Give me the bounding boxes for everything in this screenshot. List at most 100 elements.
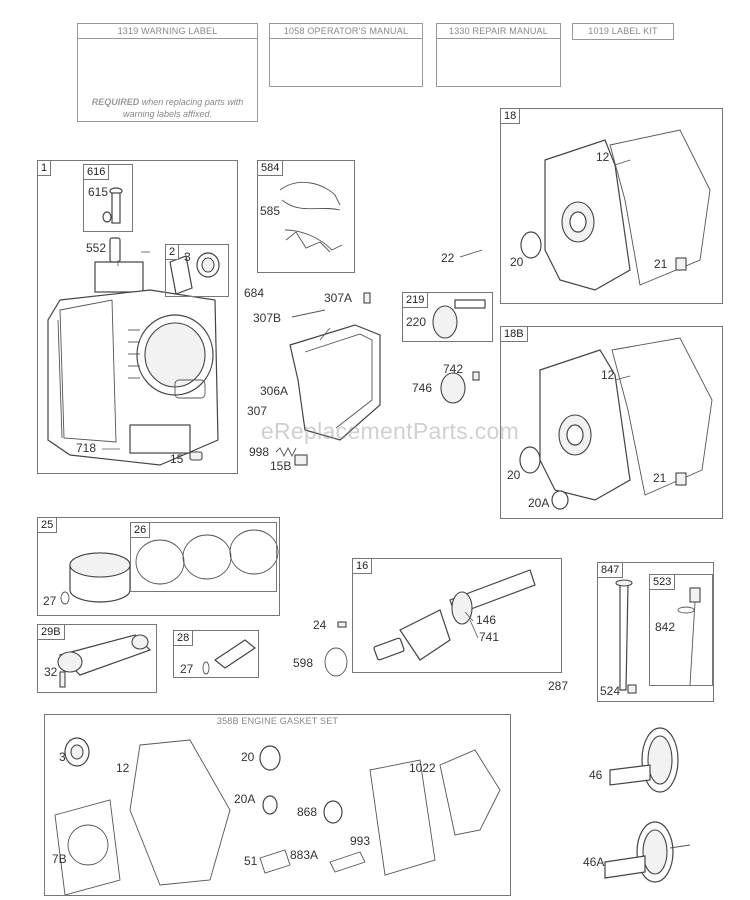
part-label[interactable]: 598 xyxy=(293,656,314,670)
part-label[interactable]: 15 xyxy=(170,452,184,466)
group-box-18b[interactable]: 18B xyxy=(500,326,723,519)
crankshaft-16-drawing xyxy=(324,569,536,677)
part-label[interactable]: 27 xyxy=(43,594,57,608)
crankcase-cover-18-drawing xyxy=(520,129,711,291)
part-label[interactable]: 3 xyxy=(59,750,66,764)
gear-746-drawing xyxy=(440,371,480,404)
piston-rings-26-drawing xyxy=(135,529,279,585)
group-box-26[interactable]: 26 xyxy=(130,522,277,592)
part-label[interactable]: 32 xyxy=(44,665,58,679)
group-box-18[interactable]: 18 xyxy=(500,108,723,304)
part-label[interactable]: 287 xyxy=(548,679,569,693)
group-box-2[interactable]: 2 xyxy=(165,244,229,297)
group-label-616: 616 xyxy=(84,165,110,180)
part-label[interactable]: 552 xyxy=(86,241,107,255)
part-label[interactable]: 21 xyxy=(653,471,667,485)
part-label[interactable]: 12 xyxy=(116,761,130,775)
part-label[interactable]: 307 xyxy=(247,404,268,418)
part-label[interactable]: 524 xyxy=(600,684,621,698)
cylinder-block-drawing xyxy=(47,261,219,466)
part-label[interactable]: 7B xyxy=(52,852,67,866)
required-text: when replacing parts with warning labels… xyxy=(122,97,244,119)
part-label[interactable]: 21 xyxy=(654,257,668,271)
part-label[interactable]: 998 xyxy=(249,445,270,459)
part-label[interactable]: 46 xyxy=(589,768,603,782)
camshaft-46-drawing xyxy=(609,727,679,793)
part-label[interactable]: 20 xyxy=(507,468,521,482)
group-label-523: 523 xyxy=(650,575,676,590)
group-box-584[interactable]: 584 xyxy=(257,160,355,273)
blower-housing-306a-drawing xyxy=(289,324,381,441)
group-label-219: 219 xyxy=(403,293,429,308)
label-kit-box[interactable]: 1019 LABEL KIT xyxy=(572,23,674,40)
part-label[interactable]: 3 xyxy=(184,250,191,264)
group-box-358b[interactable]: 358B ENGINE GASKET SET xyxy=(44,714,511,896)
part-label[interactable]: 307A xyxy=(324,291,353,305)
gasket-set-358b-drawing xyxy=(54,737,501,896)
group-label-28: 28 xyxy=(174,631,194,646)
part-label[interactable]: 20 xyxy=(510,255,524,269)
wrist-pin-28-drawing xyxy=(202,639,257,675)
group-label-16: 16 xyxy=(353,559,373,574)
group-box-25[interactable]: 25 xyxy=(37,517,280,616)
part-label[interactable]: 615 xyxy=(88,185,109,199)
watermark: eReplacementParts.com xyxy=(260,418,520,444)
part-label[interactable]: 741 xyxy=(479,630,500,644)
part-label[interactable]: 22 xyxy=(441,251,455,265)
part-label[interactable]: 868 xyxy=(297,805,318,819)
part-label[interactable]: 12 xyxy=(601,368,615,382)
part-label[interactable]: 306A xyxy=(260,384,289,398)
group-box-1[interactable]: 1 xyxy=(37,160,238,474)
breather-tube-584-drawing xyxy=(279,181,343,253)
group-box-29b[interactable]: 29B xyxy=(37,624,157,693)
group-label-847: 847 xyxy=(598,563,624,578)
operators-manual-box[interactable]: 1058 OPERATOR'S MANUAL xyxy=(269,23,423,87)
group-label-26: 26 xyxy=(131,523,151,538)
crankcase-cover-18b-drawing xyxy=(519,337,713,510)
group-box-523[interactable]: 523 xyxy=(649,574,713,686)
spring-998-drawing xyxy=(275,446,308,466)
part-label[interactable]: 20A xyxy=(528,496,550,510)
group-box-847[interactable]: 847 xyxy=(597,562,714,702)
camshaft-46a-drawing xyxy=(604,821,691,883)
part-label[interactable]: 15B xyxy=(270,459,292,473)
part-label[interactable]: 20A xyxy=(234,792,256,806)
part-label[interactable]: 883A xyxy=(290,848,319,862)
screw-307a-drawing xyxy=(363,292,371,304)
part-label[interactable]: 220 xyxy=(406,315,427,329)
group-box-16[interactable]: 16 xyxy=(352,558,562,673)
part-label[interactable]: 51 xyxy=(244,854,258,868)
group-box-28[interactable]: 28 xyxy=(173,630,259,678)
part-label[interactable]: 1022 xyxy=(409,761,436,775)
part-label[interactable]: 46A xyxy=(583,855,605,869)
group-box-616[interactable]: 616 xyxy=(83,164,133,232)
warning-label-box[interactable]: 1319 WARNING LABEL WARNING REQUIRED when… xyxy=(77,23,258,122)
part-label[interactable]: 27 xyxy=(180,662,194,676)
group-label-29b: 29B xyxy=(38,625,65,640)
group-label-2: 2 xyxy=(166,245,180,260)
part-label[interactable]: 24 xyxy=(313,618,327,632)
warning-required-note: REQUIRED when replacing parts with warni… xyxy=(82,96,253,120)
dipstick-tube-847-drawing xyxy=(615,579,701,694)
operators-manual-title: 1058 OPERATOR'S MANUAL xyxy=(270,24,422,39)
warning-sticker-title: WARNING xyxy=(143,42,173,48)
group-box-219[interactable]: 219 xyxy=(402,292,493,342)
group-label-18b: 18B xyxy=(501,327,528,342)
part-label[interactable]: 718 xyxy=(76,441,97,455)
part-label[interactable]: 20 xyxy=(241,750,255,764)
part-label[interactable]: 742 xyxy=(443,362,464,376)
part-label[interactable]: 684 xyxy=(244,286,265,300)
repair-manual-title: 1330 REPAIR MANUAL xyxy=(437,24,560,39)
part-label[interactable]: 842 xyxy=(655,620,676,634)
screw-15-drawing xyxy=(189,451,203,461)
part-label[interactable]: 307B xyxy=(253,311,282,325)
part-label[interactable]: 993 xyxy=(350,834,371,848)
part-label[interactable]: 146 xyxy=(476,613,497,627)
part-label[interactable]: 746 xyxy=(412,381,433,395)
part-label[interactable]: 12 xyxy=(596,150,610,164)
group-label-584: 584 xyxy=(258,161,284,176)
screw-307b-drawing xyxy=(291,309,326,318)
repair-manual-box[interactable]: 1330 REPAIR MANUAL xyxy=(436,23,561,87)
part-label[interactable]: 585 xyxy=(260,204,281,218)
group-label-18: 18 xyxy=(501,109,521,124)
